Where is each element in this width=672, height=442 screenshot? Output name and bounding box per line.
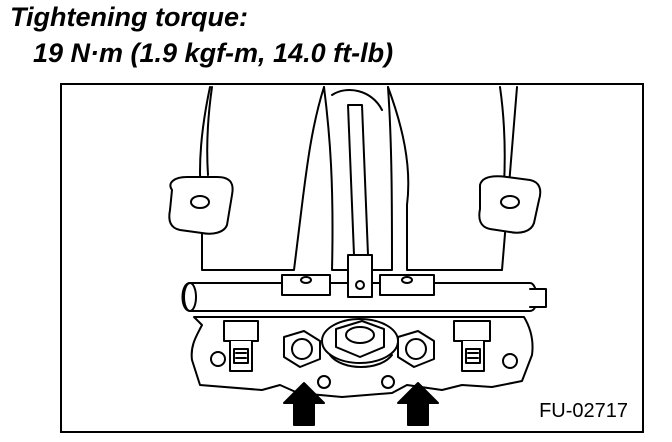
manifold-left-runner [198,86,325,271]
center-bracket [347,254,373,298]
casting-hole-left [210,351,226,367]
figure-id: FU-02717 [539,400,628,422]
torque-value: 19 N·m (1.9 kgf-m, 14.0 ft-lb) [33,38,394,68]
casting-hole-mid-right [381,375,395,389]
injector-right [453,320,491,372]
left-mount-boss [168,176,234,235]
manifold-right-shade [499,86,506,186]
bolt-right [397,330,435,368]
center-nut [321,318,399,368]
rail-clamp-right [379,274,435,296]
rail-clamp-left [281,274,331,296]
fuel-rail-end-left [183,282,197,312]
arrow-up-icon [397,382,439,426]
illustration-frame: FU-02717 [60,83,644,433]
casting-hole-right [502,353,518,369]
manifold-left-shade [206,86,213,176]
right-mount-boss [478,175,542,234]
torque-heading: Tightening torque: [10,2,248,32]
casting-hole-mid-left [317,375,331,389]
injector-left [223,320,259,372]
left-mount-hole [190,195,210,209]
fuel-rail-end-right [529,288,547,308]
center-rod-top [331,89,383,111]
right-mount-hole [500,195,520,209]
bolt-left [283,330,321,368]
arrow-up-icon [283,382,325,426]
engine-illustration [168,86,547,426]
